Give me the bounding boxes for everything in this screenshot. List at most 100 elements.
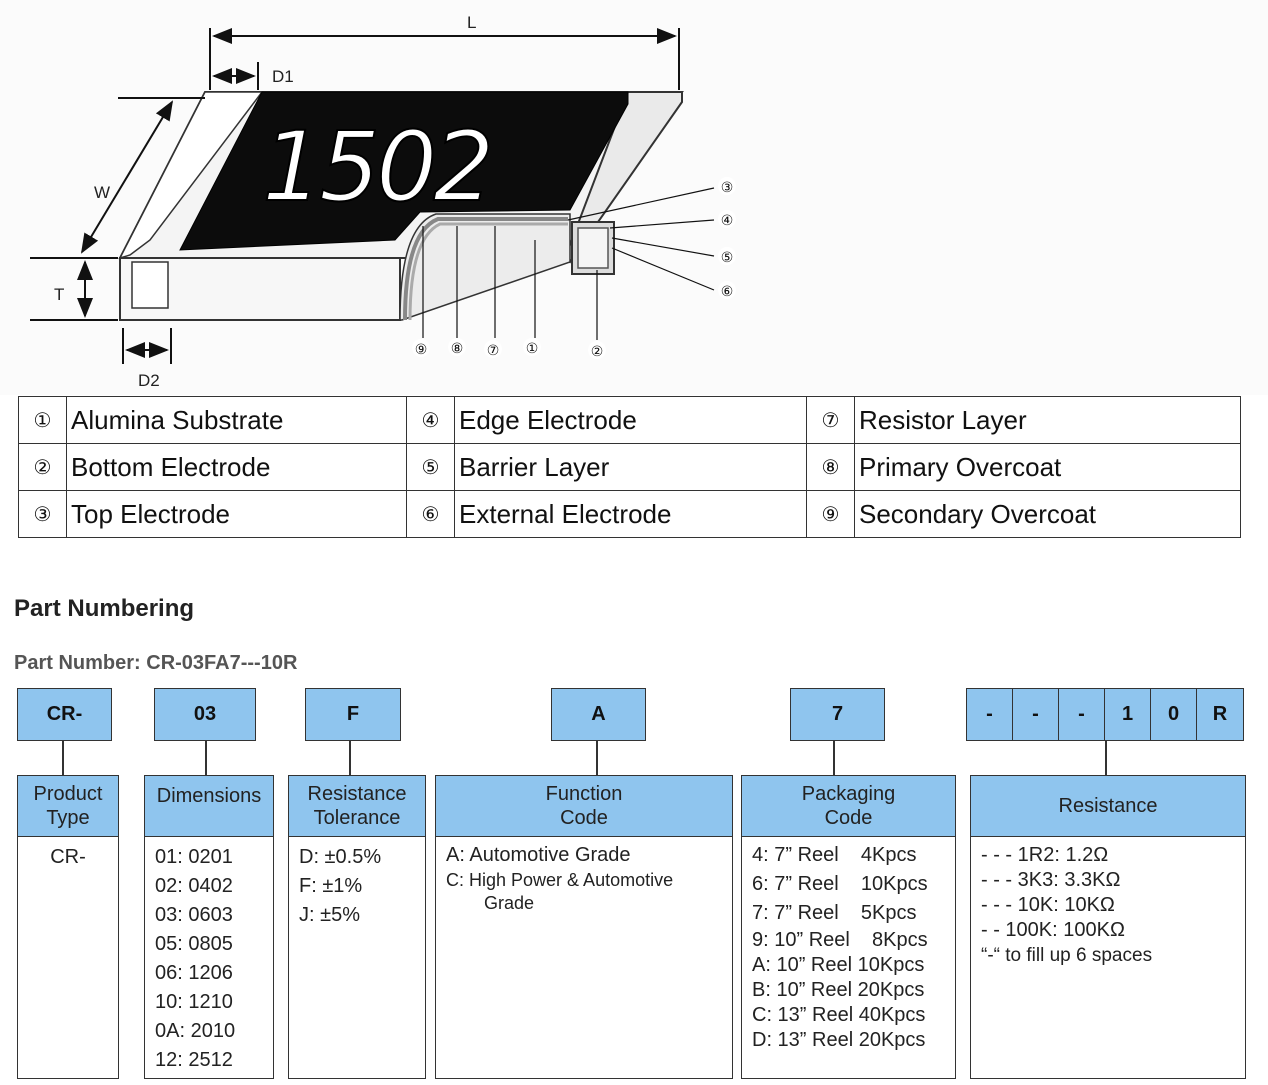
legend-number: ②	[18, 443, 67, 491]
field-header: Dimensions	[145, 776, 273, 837]
legend-label: Resistor Layer	[854, 396, 1241, 444]
connector-line	[62, 741, 64, 775]
connector-line	[1105, 741, 1107, 775]
field-body: 01: 0201 02: 0402 03: 0603 05: 0805 06: …	[145, 837, 273, 1081]
code-box-dimensions: 03	[154, 688, 256, 741]
code-box-packaging: 7	[790, 688, 885, 741]
callout-circle	[588, 341, 606, 359]
field-title: Function	[545, 783, 623, 805]
legend-number: ①	[18, 396, 67, 444]
field-line: 05: 0805	[155, 933, 233, 955]
code-box-type: CR-	[17, 688, 112, 741]
field-title: Product	[33, 783, 103, 805]
field-line: 9: 10” Reel 8Kpcs	[752, 929, 928, 951]
dim-d1-label: D1	[272, 67, 294, 86]
callout-number: ⑦	[487, 343, 500, 359]
field-line: B: 10” Reel 20Kpcs	[752, 979, 925, 1001]
legend-row: ② Bottom Electrode ⑤ Barrier Layer ⑧ Pri…	[18, 443, 1241, 491]
legend-number: ⑤	[406, 443, 455, 491]
code-box-function: A	[551, 688, 646, 741]
field-header: Resistance	[971, 776, 1245, 837]
resistance-code-digit: -	[967, 689, 1013, 740]
field-line: A: 10” Reel 10Kpcs	[752, 954, 925, 976]
field-line: “-“ to fill up 6 spaces	[981, 945, 1153, 966]
field-title: Tolerance	[313, 807, 401, 829]
legend-row: ③ Top Electrode ⑥ External Electrode ⑨ S…	[18, 490, 1241, 538]
callout-number: ①	[526, 341, 539, 357]
part-number-example: Part Number: CR-03FA7---10R	[14, 652, 298, 674]
callout-circle	[523, 338, 541, 356]
field-body: 4: 7” Reel 4Kpcs 6: 7” Reel 10Kpcs 7: 7”…	[742, 837, 955, 1059]
field-body: CR-	[18, 837, 118, 878]
callout-circle	[448, 338, 466, 356]
field-line: C: High Power & Automotive	[446, 870, 674, 890]
callout-number: ⑨	[415, 342, 428, 358]
field-body: - - - 1R2: 1.2Ω - - - 3K3: 3.3KΩ - - - 1…	[971, 837, 1245, 974]
callout-number: ②	[591, 344, 604, 360]
legend-number: ⑨	[806, 490, 855, 538]
field-body: A: Automotive Grade C: High Power & Auto…	[436, 837, 732, 919]
dim-t-label: T	[54, 285, 64, 304]
legend-row: ① Alumina Substrate ④ Edge Electrode ⑦ R…	[18, 396, 1241, 444]
dimension-lines	[30, 28, 680, 364]
field-line: 0A: 2010	[155, 1020, 236, 1042]
code-box-resistance: - - - 1 0 R	[966, 688, 1244, 741]
callout-circle	[718, 177, 736, 195]
field-line: 6: 7” Reel 10Kpcs	[752, 873, 928, 895]
resistance-code-digit: 0	[1151, 689, 1197, 740]
dim-w-label: W	[94, 183, 110, 202]
field-resistance: Resistance - - - 1R2: 1.2Ω - - - 3K3: 3.…	[970, 775, 1246, 1079]
dim-d2-label: D2	[138, 371, 160, 390]
legend-number: ⑦	[806, 396, 855, 444]
connector-line	[349, 741, 351, 775]
code-box-tolerance: F	[305, 688, 401, 741]
field-line: 12: 2512	[155, 1049, 233, 1071]
callout-circle	[718, 281, 736, 299]
callouts-bottom: ⑨ ⑧ ⑦ ① ②	[412, 338, 606, 360]
legend-label: Barrier Layer	[454, 443, 807, 491]
field-title: Code	[560, 807, 608, 829]
field-body: D: ±0.5% F: ±1% J: ±5%	[289, 837, 425, 936]
field-title: Code	[824, 807, 873, 829]
connector-line	[205, 741, 207, 775]
field-line: 7: 7” Reel 5Kpcs	[752, 902, 917, 924]
field-title: Packaging	[801, 783, 896, 805]
legend-label: Bottom Electrode	[66, 443, 407, 491]
callout-circle	[718, 247, 736, 265]
legend-label: Top Electrode	[66, 490, 407, 538]
field-title: Resistance	[307, 783, 407, 805]
dim-l-label: L	[467, 13, 476, 32]
legend-number: ⑥	[406, 490, 455, 538]
field-line: 10: 1210	[155, 991, 233, 1013]
field-line: - - - 10K: 10KΩ	[981, 894, 1115, 916]
resistance-code-digit: -	[1059, 689, 1105, 740]
callout-number: ⑥	[721, 284, 734, 300]
chip-body	[118, 91, 684, 321]
field-line: D: ±0.5%	[299, 846, 382, 868]
callout-leaders	[422, 187, 715, 340]
callout-number: ④	[721, 213, 734, 229]
callout-number: ⑤	[721, 250, 734, 266]
field-title: Dimensions	[156, 785, 262, 807]
legend-number: ⑧	[806, 443, 855, 491]
overcoat-top	[179, 91, 629, 251]
resistance-code-digit: R	[1197, 689, 1243, 740]
field-dimensions: Dimensions 01: 0201 02: 0402 03: 0603 05…	[144, 775, 274, 1079]
field-line: 4: 7” Reel 4Kpcs	[752, 844, 917, 866]
callout-circle	[484, 340, 502, 358]
field-line: 01: 0201	[155, 846, 233, 868]
callout-number: ⑧	[451, 341, 464, 357]
legend-number: ④	[406, 396, 455, 444]
field-line: 02: 0402	[155, 875, 233, 897]
field-line: F: ±1%	[299, 875, 363, 897]
field-title: Resistance	[1058, 795, 1158, 817]
field-line: J: ±5%	[299, 904, 360, 926]
field-line: Grade	[484, 893, 535, 913]
field-title: Type	[46, 807, 90, 829]
